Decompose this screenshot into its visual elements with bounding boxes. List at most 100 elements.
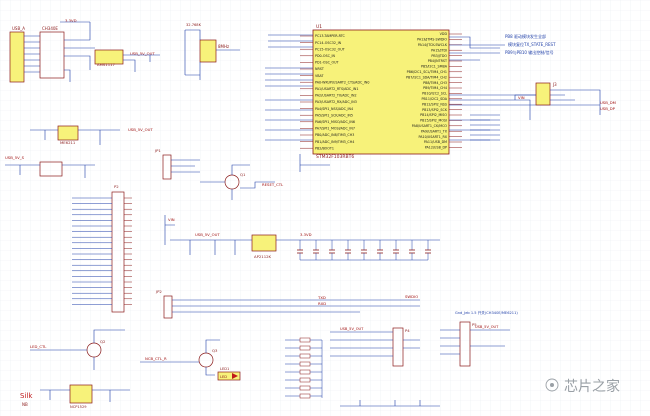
left-header-label: P2 [114,184,119,189]
q2-wires [30,329,125,370]
right-regulator-wires [514,89,601,115]
bottom-left-chip[interactable]: NCP1529 [40,384,130,409]
mcu-body [312,29,450,155]
conn-right-2-wires [440,329,510,355]
conn-right-2[interactable]: P5 USB_5V_OUT [440,321,510,367]
watermark-icon-inner [550,383,554,387]
oscillator-block[interactable]: 8MHz 32.768K [184,23,240,80]
left-header-lines [72,197,132,305]
ldo1-body [94,49,124,65]
mcu-right-pin-label: PA15/JTDI [431,48,447,52]
status-led-body [217,371,241,381]
swd-header-label: JP1 [154,148,161,153]
status-led-text: LED [220,375,227,379]
note-0: PB8 驱动模块发生全部 [505,33,546,39]
ldo2-body [57,125,79,141]
right-regulator-label: J3 [552,82,557,87]
mcu-right-pin-label: PB9/TIM4_CH4 [423,86,447,90]
right-regulator-body [535,82,551,106]
q2-block[interactable]: Q2 LED_CTL [30,329,125,370]
mcu-left-pin-label: NRST [315,67,325,71]
left-input-switch-wires [164,215,175,245]
q1-block[interactable]: Q1 RESET_CTL [200,164,284,200]
status-led-arrow [232,373,238,379]
mcu-right-pin-label: PB14/SPI2_MISO [420,113,447,117]
usb-bridge-block[interactable]: CH340E [39,26,95,82]
mcu-part: STM32F103RBT6 [316,154,354,160]
ldo1-block[interactable]: AMS1117 USB_5V_OUT [94,49,160,72]
mcu-right-pin-label: PB3/JTDO [431,54,447,58]
ldo2-block[interactable]: ME6211 USB_5V_OUT [30,125,153,145]
left-input-net: VIN [168,217,175,222]
main-regulator-wires [170,239,440,255]
swd-header-body [162,154,172,180]
q2-label: Q2 [100,339,106,344]
conn-right-1[interactable]: P4 USB_5V_OUT [330,327,420,367]
uart-header-wires [172,299,420,313]
right-usb-dp: USB_DP [600,106,616,111]
mcu-left-pin-label: PC15-OSC32_OUT [315,47,346,51]
mcu-left-pin-label: PC13-TAMPER-RTC [315,34,346,38]
ldo1-wires [123,54,160,72]
ldo1-label: AMS1117 [97,62,116,67]
uart-net-swd: SWDIO [405,294,418,299]
mcu-left-pin-label: VBAT [315,74,325,78]
ldo1-net: USB_5V_OUT [130,51,155,56]
usb-connector-wires [24,35,40,73]
usb-bridge-wires [64,39,95,82]
swd-header[interactable]: JP1 [154,148,200,180]
q1-label: Q1 [240,172,246,177]
silk-label: Silk [20,392,33,400]
bottom-net-line [340,400,440,407]
status-led[interactable]: LED1 LED [217,367,241,381]
q1-wires [200,164,275,200]
usb-connector-block[interactable]: USB_A [9,26,40,83]
mcu-left-pin-label: PA4/SPI1_NSS/ADC_IN4 [315,107,353,111]
q3-block[interactable]: Q3 NCB_CTL_R [140,339,220,376]
ldo3-block[interactable]: USB_5V_S [5,155,95,178]
left-header[interactable]: P2 [72,184,132,313]
ldo3-net: USB_5V_S [5,155,25,160]
decoupling-cap-bank [297,240,431,261]
mcu-right-pin-label: PB15/SPI2_MOSI [420,119,447,123]
silk-sub: NB [22,402,28,407]
oscillator-label: 8MHz [218,44,229,49]
conn-right-1-label: P4 [405,328,410,333]
mcu-right-pin-label: PB13/SPI2_SCK [422,108,448,112]
button-array [285,337,323,399]
left-header-body [111,191,125,313]
right-note-vin: VIN [518,95,525,100]
main-regulator-label: AP2112K [254,254,272,259]
mcu-ref: U1 [316,24,322,30]
usb-bridge-label: CH340E [42,26,58,31]
right-usb-dm: USB_DM [600,100,616,105]
right-regulator[interactable]: J3 USB_DM USB_DP VIN [514,82,616,115]
mcu-right-pin-label: PA11/USB_DM [424,140,447,144]
left-input-switch[interactable]: VIN [164,215,175,245]
q3-wires [140,339,220,376]
watermark-text: 芯片之家 [564,378,620,395]
mcu-right-pin-label: PB4/JNTRST [428,59,448,63]
mcu-left-pins: PC13-TAMPER-RTCPC14-OSC32_INPC15-OSC32_O… [300,34,369,150]
mcu-left-pin-label: PA3/USART2_RX/ADC_IN3 [315,100,357,104]
status-led-ref: LED1 [220,367,229,371]
mcu-right-pin-label: VDD [440,32,448,36]
mcu-block[interactable]: U1 STM32F103RBT6 PC13-TAMPER-RTCPC14-OSC… [300,24,462,160]
conn-right-2-net: USB_5V_OUT [475,325,499,329]
uart-header[interactable]: JP2 TXD RXD SWDIO [155,289,420,319]
mcu-left-pin-label: PB1/ADC_IN9/TIM3_CH4 [315,140,354,144]
bottom-left-chip-wires [40,389,130,402]
mcu-right-pin-label: PB11/I2C2_SDA [421,97,447,101]
mcu-right-pin-label: PA13/JTMS-SWDIO [417,38,447,42]
swd-header-wires [171,159,200,173]
uart-net-tx: TXD [317,295,326,300]
mcu-right-pin-label: PB8/TIM4_CH3 [423,81,447,85]
mcu-right-pin-label: PA10/USART1_RX [418,135,447,139]
mcu-left-pin-label: PA5/SPI1_SCK/ADC_IN5 [315,113,353,117]
mcu-right-pins: VDDPA13/JTMS-SWDIOPA14/JTCK-SWCLKPA15/JT… [406,32,462,150]
mcu-wires [265,34,600,172]
q3-label: Q3 [212,348,218,353]
main-regulator[interactable]: AP2112K USB_5V_OUT 3.3VD [170,232,440,259]
mcu-left-pin-label: PA0-WKUP/USART2_CTS/ADC_IN0 [315,80,369,84]
watermark: 芯片之家 [545,378,620,395]
